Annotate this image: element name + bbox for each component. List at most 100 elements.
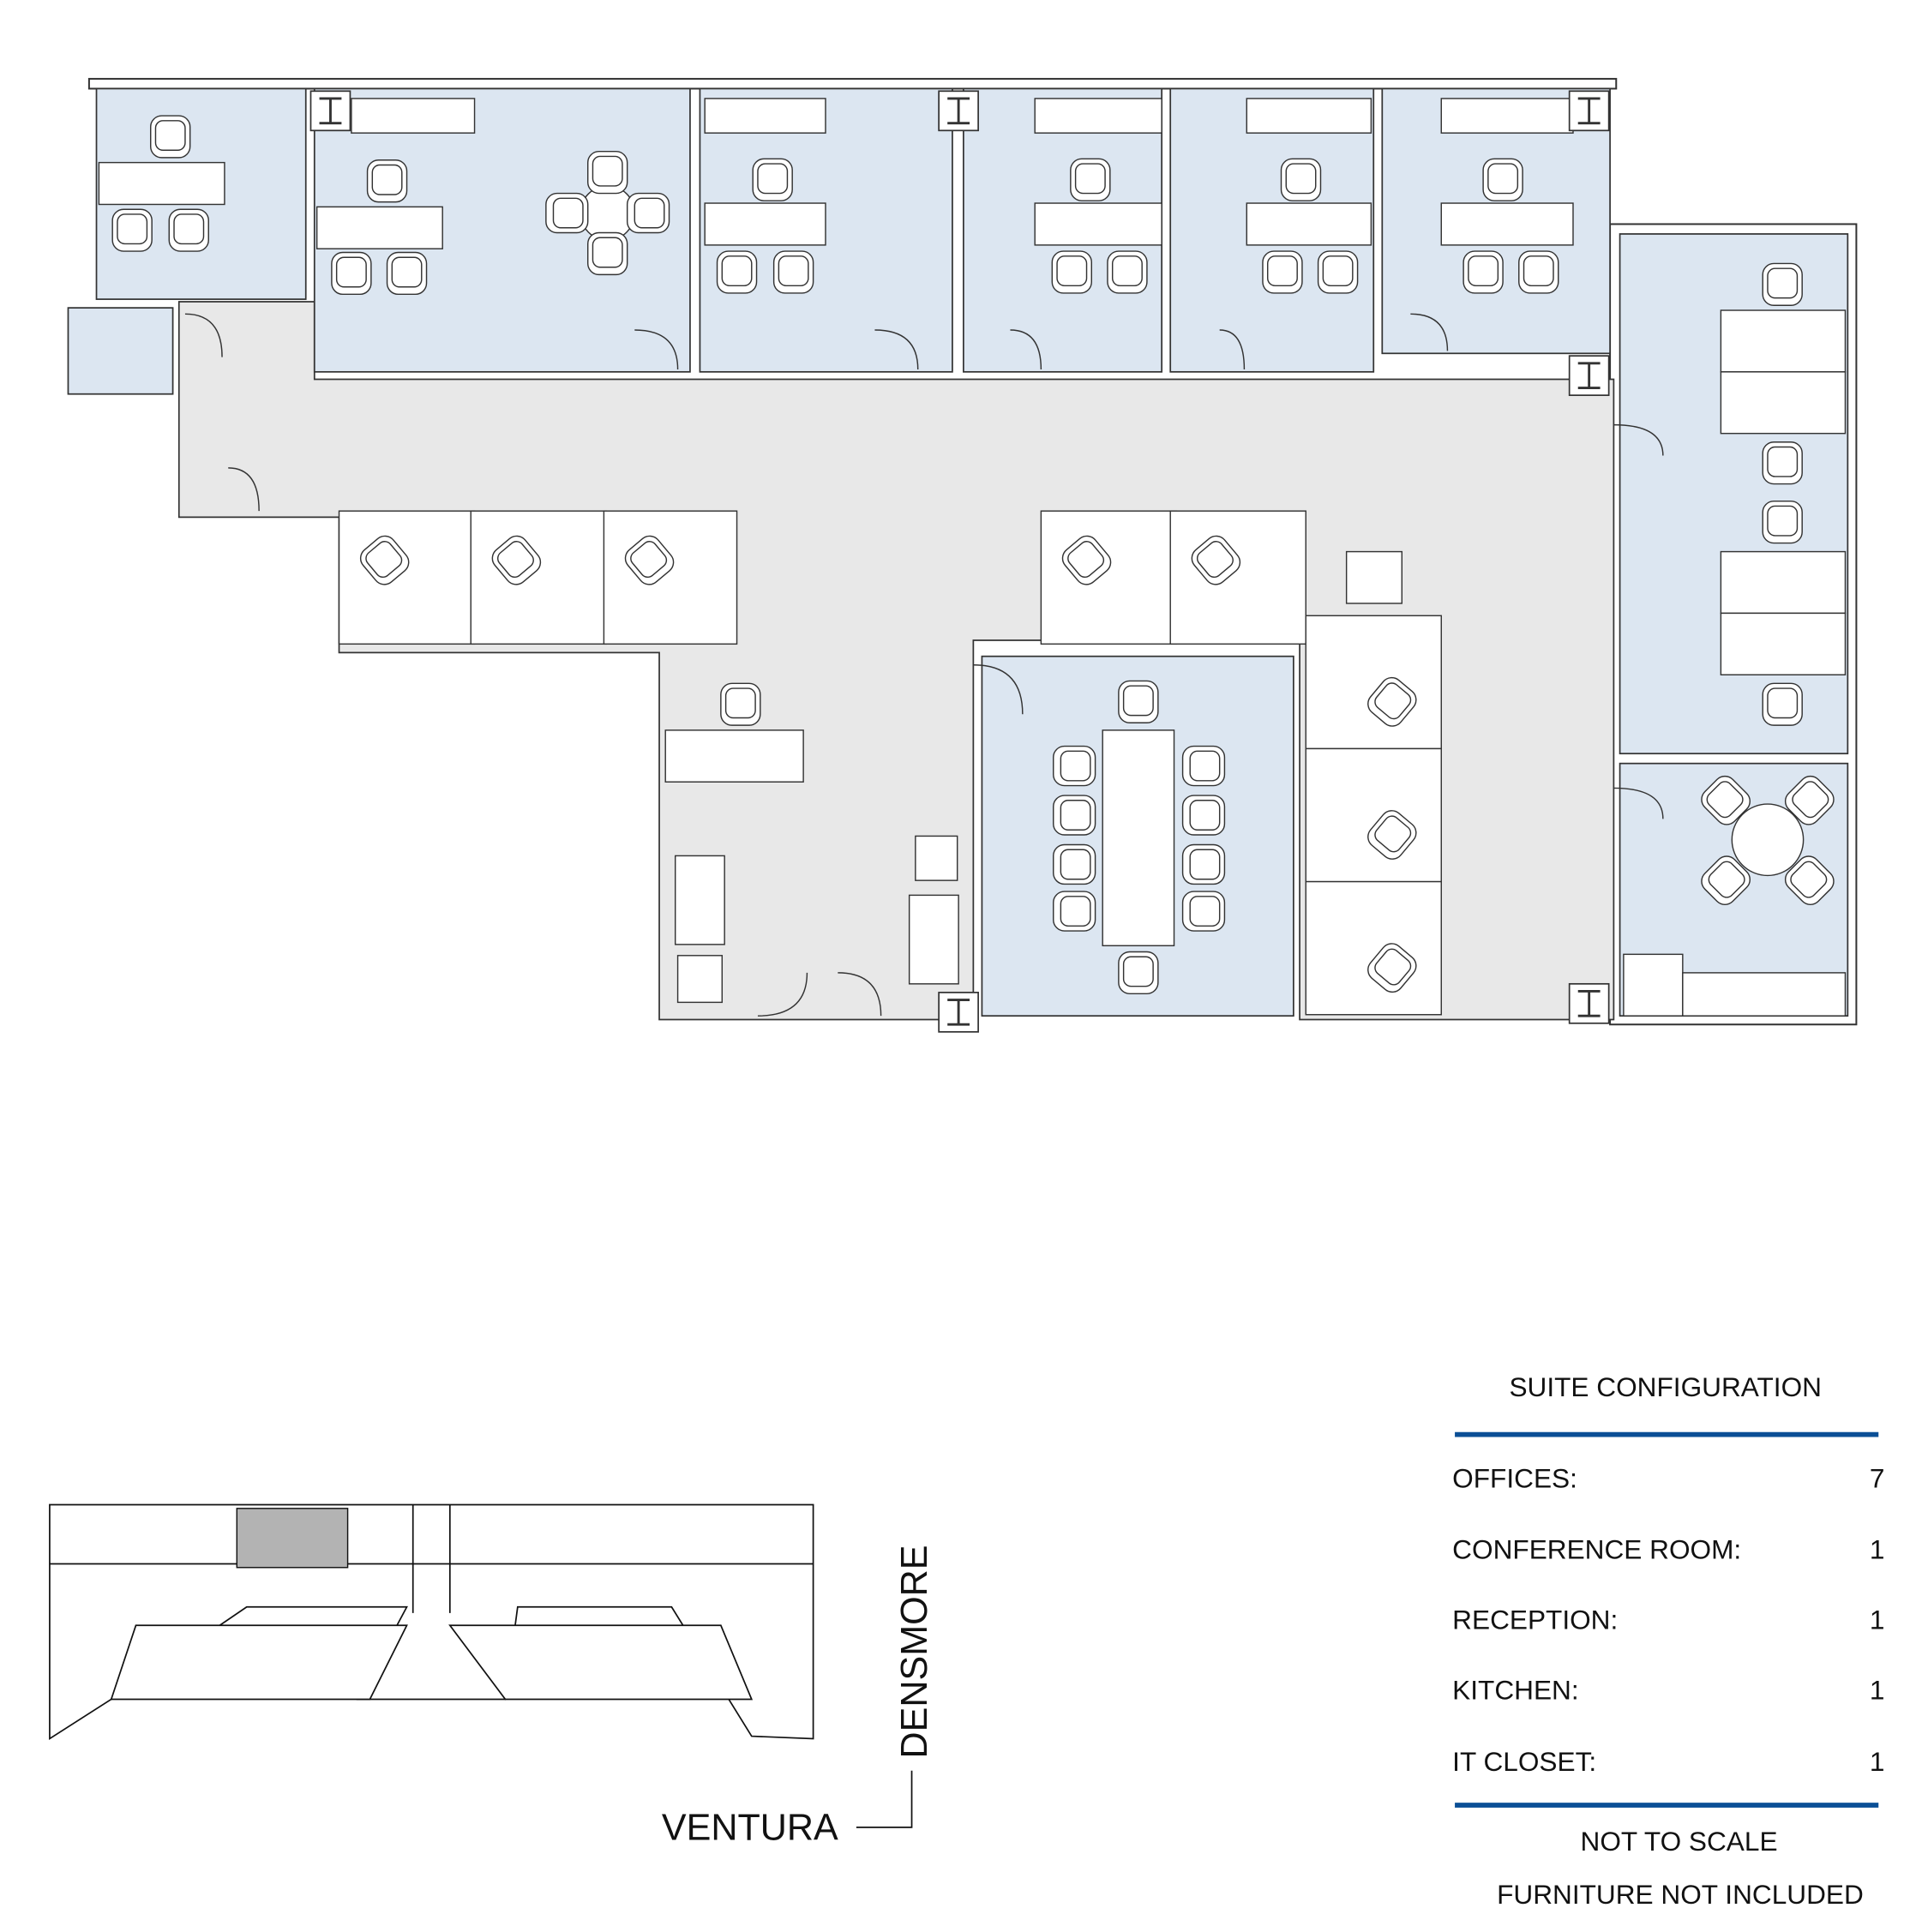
chair [545, 192, 589, 234]
config-row-label: KITCHEN: [1452, 1674, 1578, 1705]
desk [1682, 972, 1847, 1017]
door-swing [1613, 423, 1664, 456]
chair [1701, 775, 1751, 825]
door-swing [874, 329, 919, 369]
door-swing [634, 329, 679, 369]
structural-column [938, 90, 979, 132]
chair [716, 250, 758, 294]
chair [1367, 943, 1417, 993]
config-row-label: IT CLOSET: [1452, 1746, 1596, 1777]
structural-column [938, 992, 979, 1033]
chair [586, 150, 628, 195]
chair [626, 192, 670, 234]
street-corner-line [856, 1770, 913, 1828]
key-map-courtyard-left [110, 1624, 408, 1701]
door-swing [184, 313, 223, 357]
chair [1518, 250, 1559, 294]
desk [1720, 371, 1847, 435]
desk [1440, 202, 1574, 246]
workstation [603, 510, 738, 645]
chair [1191, 535, 1241, 585]
structural-column [309, 90, 351, 132]
key-map: DENSMORE VENTURA [49, 1503, 935, 1848]
chair [1762, 262, 1803, 306]
chair [720, 682, 761, 726]
chair [1181, 891, 1226, 932]
workstation [1305, 880, 1442, 1016]
workstation [1305, 615, 1442, 750]
round-table [1731, 803, 1805, 877]
chair [586, 231, 628, 276]
chair [1053, 891, 1096, 932]
round-table [580, 185, 636, 241]
desk [908, 894, 959, 985]
desk [98, 161, 225, 206]
chair [386, 251, 428, 296]
key-map-building [49, 1503, 814, 1741]
desk [1345, 550, 1403, 604]
desk [1034, 98, 1162, 134]
street-label-densmore: DENSMORE [894, 1545, 935, 1759]
chair [1070, 158, 1111, 201]
desk [1034, 202, 1162, 246]
desk [315, 206, 443, 249]
it-closet [67, 307, 174, 395]
note-not-to-scale: NOT TO SCALE [1581, 1826, 1778, 1857]
chair [150, 115, 191, 159]
chair [366, 159, 408, 203]
desk [674, 855, 725, 945]
desk [1246, 98, 1372, 134]
exterior-wall-top [87, 77, 1618, 90]
suite-configuration-table: SUITE CONFIGURATION OFFICES:7CONFERENCE … [1452, 1371, 1884, 1910]
chair [1762, 441, 1803, 485]
conference-table [1102, 729, 1175, 947]
table-rule-bottom [1455, 1803, 1879, 1808]
chair [111, 208, 153, 252]
chair [1762, 500, 1803, 544]
config-row-label: CONFERENCE ROOM: [1452, 1534, 1741, 1565]
chair [331, 251, 372, 296]
chair [752, 158, 793, 201]
note-furniture-not-included: FURNITURE NOT INCLUDED [1497, 1879, 1864, 1910]
door-swing [973, 664, 1024, 715]
suite-floor-plan [67, 77, 1858, 1033]
chair [1784, 775, 1835, 825]
door-swing [757, 972, 808, 1017]
chair [1482, 158, 1523, 201]
street-label-ventura: VENTURA [662, 1807, 838, 1848]
workstation [338, 510, 476, 645]
chair [1367, 676, 1417, 727]
chair [1762, 682, 1803, 726]
door-swing [1613, 787, 1664, 819]
desk [1720, 309, 1847, 373]
table-title: SUITE CONFIGURATION [1509, 1371, 1822, 1402]
chair [1053, 795, 1096, 836]
config-row-value: 1 [1870, 1674, 1885, 1705]
table-rule-top [1455, 1431, 1879, 1437]
desk [1720, 550, 1847, 615]
chair [1181, 843, 1226, 885]
chair [1463, 250, 1504, 294]
chair [1107, 250, 1148, 294]
structural-column [1568, 90, 1610, 132]
config-row-value: 1 [1870, 1534, 1885, 1565]
chair [491, 535, 542, 585]
workstation [1305, 747, 1442, 883]
chair [1784, 855, 1835, 906]
key-map-suite-highlight [236, 1508, 349, 1569]
door-swing [228, 467, 260, 512]
desk [915, 835, 958, 881]
desk [704, 98, 826, 134]
chair [1181, 745, 1226, 787]
door-swing [1010, 329, 1042, 369]
desk [704, 202, 826, 246]
config-row-label: RECEPTION: [1452, 1605, 1618, 1635]
desk [1623, 953, 1684, 1017]
config-row-value: 1 [1870, 1605, 1885, 1635]
key-map-courtyard-right [448, 1624, 754, 1701]
desk [664, 729, 804, 783]
workstation [1169, 510, 1306, 645]
config-row-label: OFFICES: [1452, 1462, 1577, 1493]
chair [1317, 250, 1359, 294]
